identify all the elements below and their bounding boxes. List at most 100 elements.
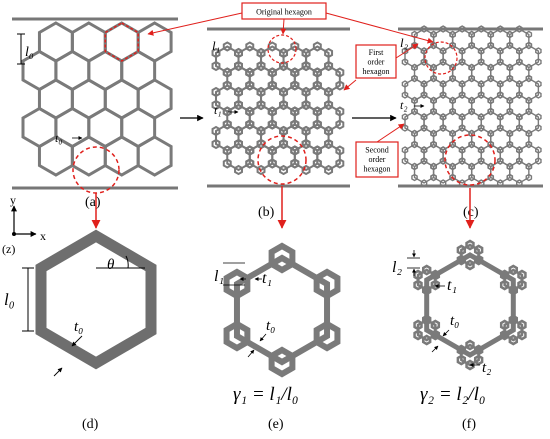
second-order-node bbox=[458, 146, 466, 154]
first-order-sub-hexagon bbox=[223, 320, 251, 352]
second-order-node bbox=[516, 113, 523, 121]
second-order-sub-hexagon bbox=[421, 334, 432, 346]
first-order-node bbox=[312, 119, 322, 130]
second-order-node bbox=[506, 173, 514, 182]
second-order-node bbox=[401, 47, 409, 55]
second-order-sub-hexagon bbox=[473, 344, 484, 356]
first-order-node bbox=[234, 86, 243, 98]
second-order-node bbox=[525, 30, 533, 39]
first-order-node bbox=[324, 60, 334, 72]
second-order-sub-hexagon bbox=[508, 284, 519, 296]
second-order-node bbox=[439, 124, 447, 132]
second-order-sub-hexagon bbox=[430, 329, 441, 341]
first-order-node bbox=[335, 145, 345, 156]
second-order-node bbox=[496, 113, 504, 121]
second-order-node bbox=[411, 173, 418, 182]
panel-d: θ l₀ t₀ (d) bbox=[4, 229, 157, 432]
second-order-node bbox=[458, 25, 466, 33]
first-order-node bbox=[222, 106, 232, 117]
first-order-node bbox=[222, 119, 232, 130]
second-order-node bbox=[487, 173, 495, 182]
t2-label-c: t₂ bbox=[400, 98, 408, 112]
second-order-node bbox=[420, 80, 428, 88]
second-order-node bbox=[468, 74, 475, 83]
first-order-node bbox=[312, 158, 322, 169]
first-order-node bbox=[301, 60, 311, 72]
second-order-node bbox=[411, 140, 418, 149]
second-order-node bbox=[401, 91, 409, 99]
first-order-sub-hexagon-links bbox=[233, 254, 331, 366]
first-order-node bbox=[290, 67, 300, 78]
panel-label-f: (f) bbox=[462, 417, 476, 432]
panel-f: l₂ t₁ t₀ t₂ γ₂ = l₂/l₀ (f) bbox=[392, 239, 527, 432]
second-order-sub-hexagon bbox=[465, 239, 475, 251]
first-order-node bbox=[234, 99, 243, 111]
second-order-node bbox=[516, 80, 523, 88]
second-order-sub-hexagon bbox=[456, 354, 467, 366]
single-hexagon-d bbox=[35, 229, 157, 370]
first-order-node bbox=[335, 119, 345, 130]
first-order-node bbox=[312, 67, 322, 78]
second-order-node bbox=[439, 58, 447, 66]
panel-label-e: (e) bbox=[268, 417, 284, 432]
second-order-node bbox=[449, 30, 456, 39]
y-axis-label: y bbox=[10, 193, 16, 207]
second-order-sub-hexagon bbox=[473, 254, 484, 266]
first-order-node bbox=[245, 119, 255, 130]
second-order-node bbox=[430, 63, 437, 72]
second-order-node bbox=[468, 107, 475, 116]
second-order-sub-hexagon bbox=[465, 259, 475, 271]
first-order-node bbox=[267, 106, 277, 117]
first-order-node bbox=[279, 99, 289, 111]
second-order-node bbox=[477, 91, 485, 99]
first-order-node bbox=[256, 86, 266, 98]
second-order-node bbox=[496, 47, 504, 55]
second-order-sub-hexagon bbox=[413, 269, 423, 281]
first-order-sub-hexagon bbox=[313, 268, 341, 300]
second-order-node bbox=[420, 47, 428, 55]
second-order-node bbox=[525, 140, 533, 149]
second-order-node bbox=[420, 157, 428, 165]
second-order-node bbox=[430, 30, 437, 39]
first-order-node bbox=[279, 164, 289, 176]
first-order-node bbox=[301, 138, 311, 150]
second-order-node bbox=[430, 96, 437, 105]
first-order-node bbox=[234, 60, 243, 72]
second-order-node bbox=[535, 47, 542, 55]
honeycomb-cell bbox=[136, 135, 173, 177]
t1-label-b: t₁ bbox=[214, 103, 222, 117]
second-order-sub-hexagon bbox=[456, 344, 467, 356]
second-order-node bbox=[439, 47, 447, 55]
first-order-node bbox=[279, 125, 289, 137]
panel-b: l₁ t₁ (b) bbox=[207, 27, 350, 220]
second-order-sub-hexagon bbox=[430, 319, 441, 331]
second-order-node bbox=[468, 41, 475, 50]
t0-label-e: t₀ bbox=[266, 318, 275, 334]
original-hexagon-text: Original hexagon bbox=[256, 8, 312, 17]
first-order-node bbox=[324, 164, 334, 176]
second-order-node bbox=[516, 179, 523, 187]
second-order-node bbox=[468, 30, 475, 39]
second-order-node bbox=[487, 74, 495, 83]
panel-a: l₀ t₀ (a) bbox=[12, 17, 178, 210]
first-order-node bbox=[245, 80, 255, 91]
second-order-node bbox=[458, 91, 466, 99]
first-order-node bbox=[301, 47, 311, 59]
second-order-node bbox=[516, 47, 523, 55]
second-order-node bbox=[439, 113, 447, 121]
second-order-sub-hexagon bbox=[413, 279, 423, 291]
second-order-node bbox=[420, 58, 428, 66]
first-order-node bbox=[335, 106, 345, 117]
first-order-node bbox=[324, 99, 334, 111]
second-order-node bbox=[516, 146, 523, 154]
second-order-node bbox=[535, 157, 542, 165]
second-order-node bbox=[458, 113, 466, 121]
first-order-sub-hexagon bbox=[268, 346, 296, 378]
second-order-node bbox=[535, 146, 542, 154]
second-order-node bbox=[439, 179, 447, 187]
second-order-node bbox=[439, 80, 447, 88]
second-order-node bbox=[468, 63, 475, 72]
second-order-node bbox=[411, 129, 418, 138]
second-order-sub-hexagon bbox=[499, 329, 510, 341]
t1-label-e: t₁ bbox=[262, 270, 272, 287]
